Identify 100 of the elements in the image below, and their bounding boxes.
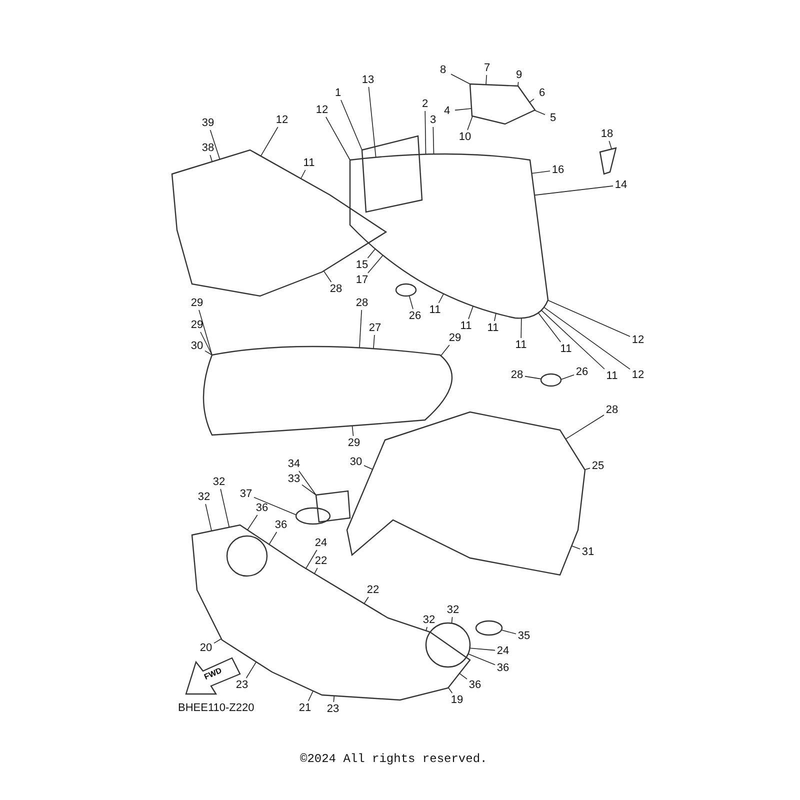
leader-line — [608, 140, 612, 150]
leader-line — [214, 638, 222, 644]
leader-line — [333, 695, 335, 702]
leader-line — [308, 690, 314, 702]
callout-number: 12 — [274, 114, 290, 126]
reflector-drawing — [599, 147, 617, 175]
callout-number: 36 — [496, 662, 510, 674]
leader-line — [200, 332, 212, 356]
headlight-ring-drawing — [295, 507, 331, 525]
leader-line — [352, 425, 354, 436]
callout-number: 11 — [428, 304, 442, 316]
callout-number: 36 — [274, 519, 288, 531]
leader-line — [451, 616, 453, 624]
leader-line — [534, 186, 614, 196]
callout-number: 2 — [420, 98, 430, 110]
callout-number: 36 — [254, 502, 270, 514]
leader-line — [373, 334, 375, 350]
callout-number: 27 — [368, 322, 382, 334]
callout-number: 11 — [559, 343, 573, 355]
callout-number: 30 — [190, 340, 204, 352]
leader-line — [323, 270, 332, 282]
leader-line — [314, 568, 318, 574]
callout-number: 18 — [600, 128, 614, 140]
callout-number: 11 — [486, 322, 500, 334]
leader-line — [467, 116, 473, 130]
storage-box-drawing — [361, 135, 423, 213]
leader-line — [459, 673, 468, 680]
callout-number: 28 — [604, 404, 620, 416]
leader-line — [368, 254, 384, 274]
callout-number: 26 — [408, 310, 422, 322]
callout-number: 9 — [514, 69, 524, 81]
callout-number: 30 — [348, 456, 364, 468]
callout-number: 36 — [468, 679, 482, 691]
callout-number: 28 — [328, 283, 344, 295]
callout-number: 29 — [190, 297, 204, 309]
leader-line — [204, 350, 212, 356]
leader-line — [571, 546, 580, 550]
callout-number: 32 — [212, 476, 226, 488]
leader-line — [268, 532, 278, 545]
callout-number: 26 — [574, 366, 590, 378]
callout-number: 39 — [200, 117, 216, 129]
callout-number: 8 — [438, 64, 448, 76]
leader-line — [531, 170, 550, 174]
callout-number: 11 — [514, 339, 528, 351]
cup-holder-drawing — [540, 373, 562, 387]
callout-number: 15 — [354, 259, 370, 271]
callout-number: 28 — [510, 369, 524, 381]
drawing-code: BHEE110-Z220 — [178, 702, 254, 714]
leader-line — [468, 306, 474, 320]
leader-line — [450, 74, 470, 84]
leader-line — [359, 310, 362, 348]
leader-line — [247, 514, 258, 530]
callout-number: 24 — [314, 537, 328, 549]
callout-number: 12 — [630, 334, 646, 346]
callout-number: 22 — [366, 584, 380, 596]
leader-line — [367, 248, 376, 258]
leader-line — [538, 312, 562, 342]
callout-number: 28 — [354, 297, 370, 309]
leader-line — [524, 376, 542, 380]
leader-line — [529, 98, 534, 103]
leader-line — [448, 687, 453, 694]
leader-line — [198, 310, 212, 356]
callout-number: 33 — [286, 473, 302, 485]
callout-number: 38 — [200, 142, 216, 154]
leader-line — [298, 470, 316, 496]
callout-number: 12 — [314, 104, 330, 116]
callout-number: 29 — [448, 332, 462, 344]
leader-line — [541, 310, 605, 370]
callout-number: 35 — [516, 630, 532, 642]
leader-line — [432, 126, 434, 154]
callout-number: 5 — [548, 112, 558, 124]
leader-line — [565, 414, 604, 440]
callout-number: 11 — [459, 320, 473, 332]
callout-number: 20 — [198, 642, 214, 654]
leader-line — [547, 300, 630, 337]
leader-line — [584, 468, 590, 470]
callout-number: 24 — [496, 645, 510, 657]
callout-number: 32 — [446, 604, 460, 616]
callout-number: 14 — [614, 179, 628, 191]
leader-line — [300, 170, 306, 180]
callout-number: 13 — [360, 74, 376, 86]
callout-number: 23 — [326, 703, 340, 715]
leader-line — [426, 626, 428, 632]
callout-number: 4 — [442, 105, 452, 117]
cup-holder-drawing — [395, 283, 417, 297]
callout-number: 34 — [286, 458, 302, 470]
callout-number: 16 — [550, 164, 566, 176]
leader-line — [368, 86, 376, 158]
leader-line — [560, 374, 574, 380]
leader-line — [205, 504, 212, 532]
callout-number: 31 — [580, 546, 596, 558]
callout-number: 25 — [590, 460, 606, 472]
callout-number: 11 — [302, 157, 316, 169]
leader-line — [534, 110, 546, 116]
callout-number: 29 — [190, 319, 204, 331]
callout-number: 1 — [334, 87, 342, 99]
callout-number: 32 — [196, 491, 212, 503]
leader-line — [494, 313, 496, 322]
leader-line — [440, 344, 450, 356]
leader-line — [424, 110, 426, 155]
